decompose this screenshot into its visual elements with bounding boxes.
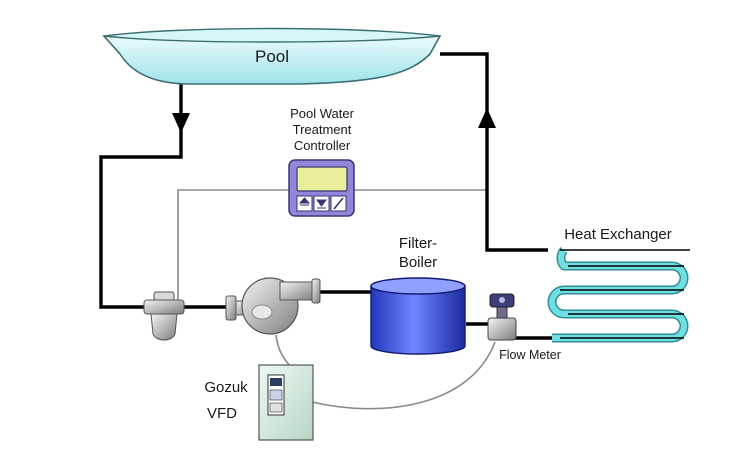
pump <box>225 277 321 335</box>
pump-to-vfd-wire <box>275 334 291 367</box>
signal-wires <box>177 189 496 410</box>
flow-meter-body <box>487 317 517 341</box>
heat-exchanger-inner-tube <box>560 249 690 339</box>
strainer-housing <box>143 299 185 315</box>
pool-outlet-pipe <box>99 80 183 309</box>
pool-rim <box>103 27 441 43</box>
down-arrow-icon <box>316 199 327 209</box>
pump-outlet-pipe <box>279 281 315 301</box>
flow-meter-neck <box>496 305 508 319</box>
strainer-lid <box>153 291 175 301</box>
vfd-label-line2: VFD <box>207 405 237 422</box>
vfd-status-strip <box>269 402 283 413</box>
pump-outlet-flange <box>311 278 321 304</box>
filter-boiler-tank-top <box>370 277 466 295</box>
vfd-keypad[interactable] <box>269 389 283 401</box>
heat-exchanger-label: Heat Exchanger <box>564 226 672 243</box>
heat-exchanger: Heat Exchanger <box>547 226 690 343</box>
strainer <box>143 291 185 341</box>
controller-label-line3: Controller <box>294 138 351 153</box>
controller-label-line2: Treatment <box>293 122 352 137</box>
return-pipe <box>440 52 548 252</box>
flow-meter-label: Flow Meter <box>499 348 561 362</box>
filter-boiler-label-line2: Boiler <box>399 254 437 271</box>
vfd-to-flowmeter-wire <box>311 341 496 410</box>
up-down-arrow-icon <box>298 197 311 206</box>
pump-eye <box>251 304 273 320</box>
slash-icon <box>333 197 344 210</box>
vfd-label-line1: Gozuk <box>204 379 248 396</box>
flow-meter: Flow Meter <box>487 293 561 362</box>
flow-arrow-up-icon <box>478 108 496 128</box>
controller-label-line1: Pool Water <box>290 106 354 121</box>
vfd-cabinet <box>258 364 314 441</box>
pool-label: Pool <box>255 47 289 66</box>
filter-boiler: Filter- Boiler <box>370 235 466 355</box>
filter-boiler-label-line1: Filter- <box>399 235 437 252</box>
filter-boiler-tank <box>370 285 466 355</box>
vfd-display <box>270 378 282 386</box>
controller-to-strainer-wire <box>177 189 290 302</box>
treatment-controller: Pool Water Treatment Controller <box>288 106 355 217</box>
controller-screen <box>296 166 348 192</box>
pool: Pool <box>102 27 442 85</box>
flow-meter-knob <box>499 297 505 303</box>
pump-inlet-flange <box>225 295 237 321</box>
pool-basin <box>102 35 442 85</box>
vfd: Gozuk VFD <box>204 364 314 441</box>
strainer-basket <box>150 313 178 341</box>
flow-arrow-down-icon <box>172 113 190 133</box>
